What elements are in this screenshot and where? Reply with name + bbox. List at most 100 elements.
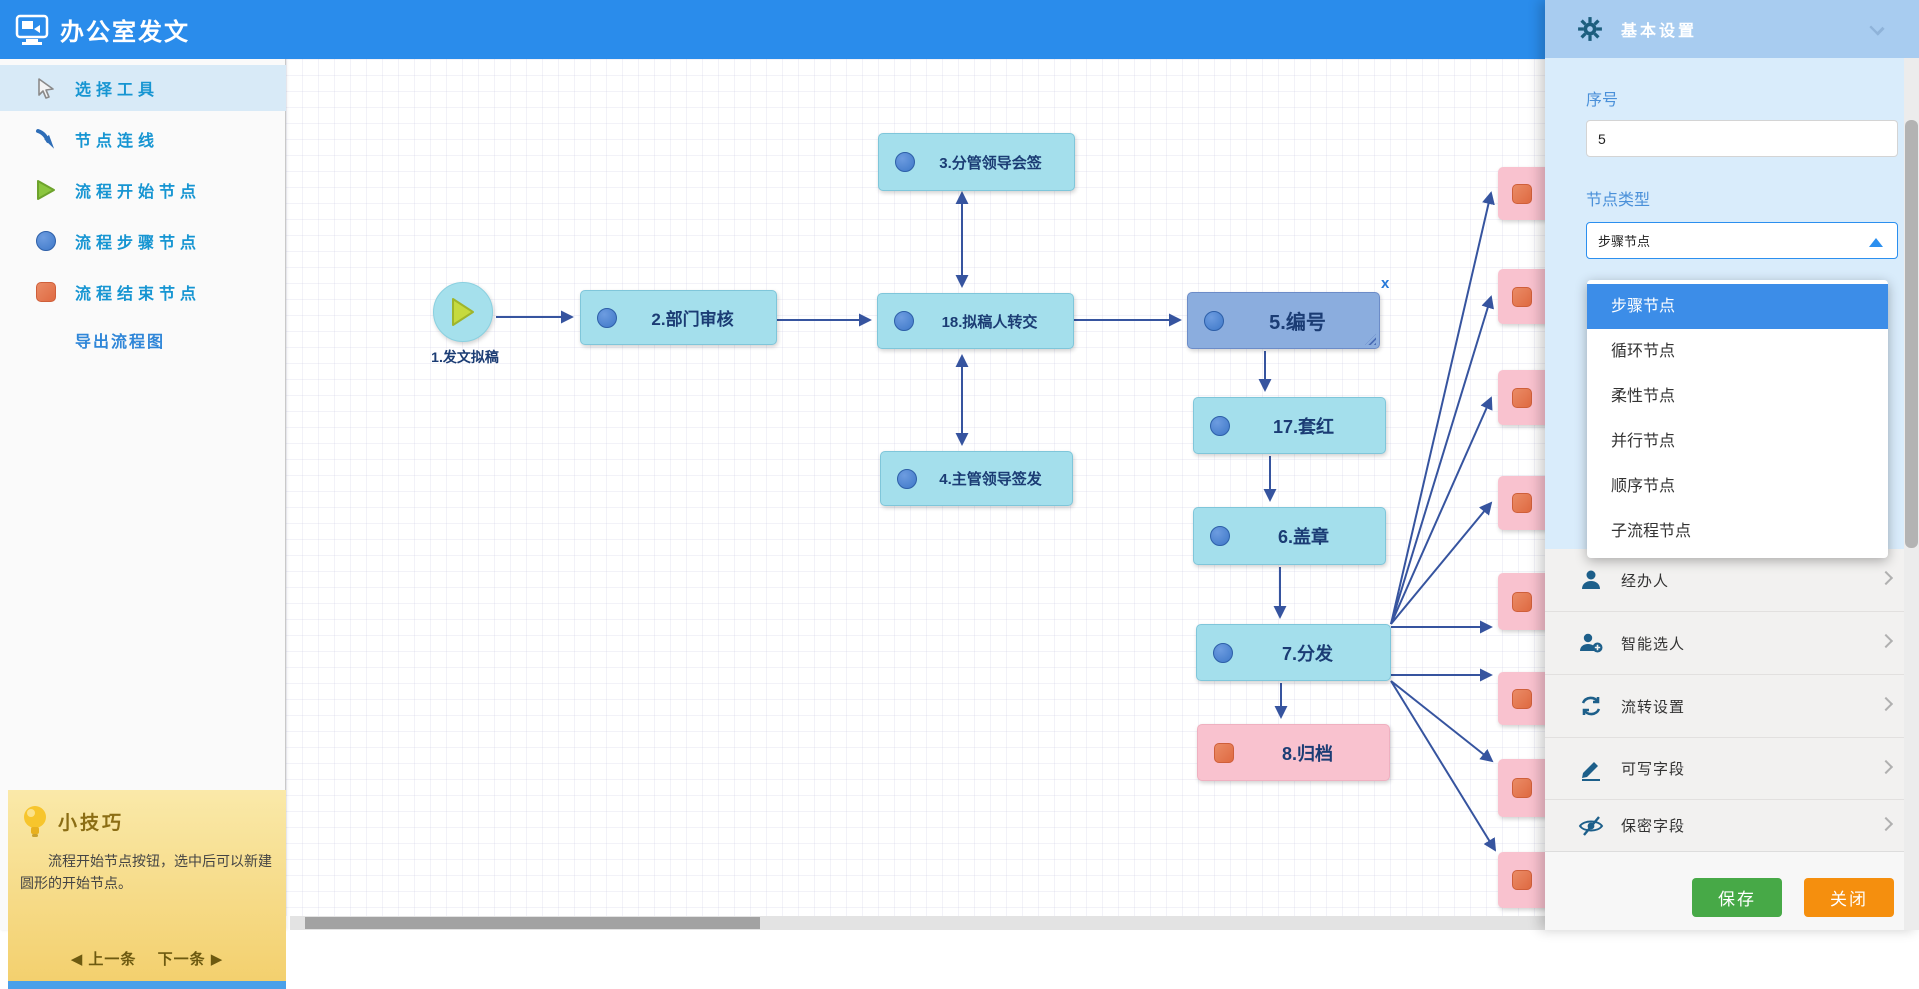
seq-input[interactable] <box>1586 120 1898 157</box>
node-type-select[interactable]: 步骤节点 <box>1586 222 1898 259</box>
eye-off-icon <box>1577 812 1605 840</box>
panel-footer: 保存 关闭 <box>1545 851 1919 930</box>
section-handler[interactable]: 经办人 <box>1545 549 1919 611</box>
start-triangle-icon <box>33 177 59 203</box>
flow-node-start[interactable] <box>433 282 493 342</box>
flow-node-end[interactable] <box>1498 269 1545 324</box>
start-node-label: 1.发文拟稿 <box>431 349 499 365</box>
horizontal-scrollbar[interactable] <box>290 916 1545 930</box>
flow-edges <box>496 191 1497 852</box>
step-circle-icon <box>1210 526 1230 546</box>
cursor-icon <box>33 75 59 101</box>
tool-start-node[interactable]: 流程开始节点 <box>0 167 286 213</box>
flow-node-end[interactable] <box>1498 476 1545 530</box>
tool-label: 流程开始节点 <box>75 184 202 201</box>
flow-node-end[interactable] <box>1498 370 1545 425</box>
connect-arrow-icon <box>33 126 59 152</box>
user-icon <box>1577 566 1605 594</box>
step-circle-icon <box>1210 415 1230 436</box>
step-circle-icon <box>895 152 915 172</box>
flow-node[interactable]: 3.分管领导会签 <box>878 133 1075 191</box>
chevron-right-icon <box>1878 759 1894 774</box>
bottom-bar <box>8 981 286 989</box>
tip-title: 小技巧 <box>58 812 125 834</box>
export-flowchart-button[interactable]: 导出流程图 <box>75 334 166 351</box>
node-settings-panel: 基本设置 序号 节点类型 步骤节点 步骤节点 循环节点 柔性节点 并行节点 顺序… <box>1545 0 1919 930</box>
end-square-icon <box>1512 778 1532 798</box>
dropdown-option[interactable]: 子流程节点 <box>1611 523 1692 540</box>
caret-up-icon <box>1869 238 1883 247</box>
step-circle-icon <box>897 468 917 489</box>
tool-label: 流程步骤节点 <box>75 235 202 252</box>
step-circle-icon <box>33 228 59 254</box>
node-close-icon[interactable]: x <box>1381 275 1390 292</box>
refresh-icon <box>1577 692 1605 720</box>
step-circle-icon <box>1213 642 1233 663</box>
end-square-icon <box>1512 688 1532 709</box>
tool-end-node[interactable]: 流程结束节点 <box>0 269 286 315</box>
tip-next-button[interactable]: 下一条 ▶ <box>157 951 224 968</box>
end-square-icon <box>1512 286 1532 307</box>
flow-node-end[interactable] <box>1498 759 1545 817</box>
dropdown-option[interactable]: 循环节点 <box>1611 343 1676 360</box>
tool-select[interactable]: 选择工具 <box>0 65 286 111</box>
tip-body: 流程开始节点按钮，选中后可以新建圆形的开始节点。 <box>20 853 272 891</box>
end-square-icon <box>1512 591 1532 612</box>
pencil-icon <box>1577 755 1605 783</box>
panel-header-basic-settings[interactable]: 基本设置 <box>1545 0 1919 58</box>
flow-node-selected[interactable]: 5.编号 <box>1187 292 1380 349</box>
tip-box: 小技巧 流程开始节点按钮，选中后可以新建圆形的开始节点。 ◀ 上一条 下一条 ▶ <box>8 790 286 981</box>
chevron-right-icon <box>1878 570 1894 586</box>
flow-node-end[interactable] <box>1498 852 1545 908</box>
flow-node[interactable]: 4.主管领导签发 <box>880 451 1073 506</box>
panel-title: 基本设置 <box>1621 23 1698 40</box>
panel-scrollbar-thumb[interactable] <box>1905 120 1918 548</box>
end-square-icon <box>1512 183 1532 204</box>
tool-connect[interactable]: 节点连线 <box>0 116 286 162</box>
section-secret-fields[interactable]: 保密字段 <box>1545 799 1919 851</box>
flow-node-end[interactable] <box>1498 573 1545 630</box>
toolbox-sidebar: 选择工具 节点连线 流程开始节点 流程步骤节点 流程结束节点 导出流程图 小 <box>0 59 286 989</box>
flow-node[interactable]: 17.套红 <box>1193 397 1386 454</box>
tip-prev-button[interactable]: ◀ 上一条 <box>70 951 137 968</box>
step-circle-icon <box>597 307 617 328</box>
page-title: 办公室发文 <box>60 19 190 46</box>
chevron-right-icon <box>1878 816 1894 831</box>
panel-scrollbar[interactable] <box>1904 58 1919 930</box>
resize-handle[interactable] <box>1365 334 1376 345</box>
flow-node[interactable]: 2.部门审核 <box>580 290 777 345</box>
node-type-dropdown: 步骤节点 循环节点 柔性节点 并行节点 顺序节点 子流程节点 <box>1587 280 1888 558</box>
chevron-right-icon <box>1878 696 1894 712</box>
seq-label: 序号 <box>1586 92 1619 109</box>
tool-label: 选择工具 <box>75 82 160 99</box>
dropdown-option-selected[interactable]: 步骤节点 <box>1587 284 1888 329</box>
tool-label: 流程结束节点 <box>75 286 202 303</box>
tool-step-node[interactable]: 流程步骤节点 <box>0 218 286 264</box>
gear-icon <box>1578 17 1602 41</box>
flow-node-end[interactable] <box>1498 672 1545 725</box>
end-square-icon <box>33 279 59 305</box>
flowchart-canvas[interactable]: 1.发文拟稿 2.部门审核 3.分管领导会签 18.拟稿人转交 4.主管领导签发… <box>286 59 1545 916</box>
tool-label: 节点连线 <box>75 133 160 150</box>
section-flow-settings[interactable]: 流转设置 <box>1545 674 1919 737</box>
flow-node[interactable]: 18.拟稿人转交 <box>877 293 1074 349</box>
dropdown-option[interactable]: 并行节点 <box>1611 433 1676 450</box>
flow-node[interactable]: 7.分发 <box>1196 624 1391 681</box>
section-writable-fields[interactable]: 可写字段 <box>1545 737 1919 799</box>
end-square-icon <box>1512 387 1532 408</box>
end-square-icon <box>1512 493 1532 513</box>
dropdown-option[interactable]: 顺序节点 <box>1611 478 1676 495</box>
flow-node-end[interactable]: 8.归档 <box>1197 724 1390 781</box>
chevron-down-icon[interactable] <box>1869 20 1885 36</box>
flow-node-end[interactable] <box>1498 167 1545 220</box>
chevron-right-icon <box>1878 633 1894 649</box>
monitor-icon <box>15 14 49 45</box>
node-type-label: 节点类型 <box>1586 192 1651 209</box>
dropdown-option[interactable]: 柔性节点 <box>1611 388 1676 405</box>
horizontal-scrollbar-thumb[interactable] <box>305 917 760 929</box>
save-button[interactable]: 保存 <box>1692 878 1782 917</box>
section-smart-select[interactable]: 智能选人 <box>1545 611 1919 674</box>
step-circle-icon <box>1204 310 1224 331</box>
flow-node[interactable]: 6.盖章 <box>1193 507 1386 565</box>
close-button[interactable]: 关闭 <box>1804 878 1894 917</box>
